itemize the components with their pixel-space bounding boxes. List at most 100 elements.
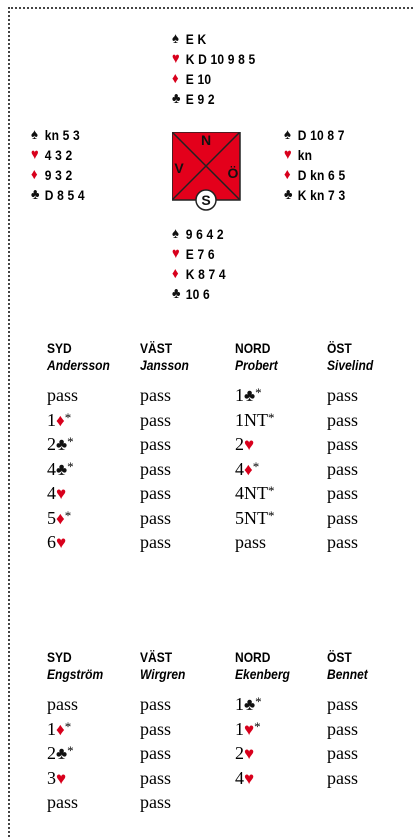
bid-cell: pass	[47, 385, 78, 406]
heart-icon: ♥	[56, 484, 67, 503]
player-name: Wirgren	[140, 666, 186, 682]
bid-cell: pass	[327, 532, 358, 553]
bid-text: pass	[140, 767, 171, 788]
bid-text: 2	[47, 743, 56, 763]
bid-text: pass	[140, 743, 171, 763]
bid-text: 5	[47, 507, 56, 528]
alert-mark: *	[67, 743, 74, 758]
compass-east: Ö	[228, 165, 239, 181]
bid-text: pass	[327, 532, 358, 552]
south-diamonds: ♦K 8 7 4	[172, 265, 226, 282]
bid-cell: 1♣*	[235, 694, 262, 715]
club-icon: ♣	[172, 90, 181, 107]
east-hearts: ♥kn	[284, 146, 313, 163]
bid-text: 2	[47, 434, 56, 454]
heart-icon: ♥	[244, 435, 255, 454]
club-icon: ♣	[56, 435, 68, 454]
bid-cell: 6♥	[47, 532, 66, 553]
diamond-icon: ♦	[244, 459, 253, 479]
seat-label: SYD	[47, 649, 72, 665]
bid-cell: pass	[140, 768, 171, 789]
bid-cell: 1NT*	[235, 410, 275, 431]
seat-label: SYD	[47, 340, 72, 356]
bid-text: 4	[235, 458, 244, 479]
bid-cell: pass	[140, 483, 171, 504]
west-hand: ♠kn 5 3 ♥4 3 2 ♦9 3 2 ♣D 8 5 4	[31, 125, 94, 205]
bid-text: pass	[47, 385, 78, 405]
bid-text: 1	[47, 409, 56, 430]
diamond-icon: ♦	[284, 166, 291, 183]
bid-text: pass	[140, 483, 171, 503]
bid-text: pass	[140, 718, 171, 739]
spade-icon: ♠	[284, 126, 292, 143]
alert-mark: *	[252, 458, 260, 474]
bid-cell: pass	[327, 434, 358, 455]
bid-cell: 1♥*	[235, 719, 261, 740]
heart-icon: ♥	[56, 533, 67, 552]
bid-text: pass	[327, 409, 358, 430]
bid-text: pass	[327, 718, 358, 739]
bid-text: 1NT	[235, 409, 268, 430]
bid-cell: pass	[327, 508, 358, 529]
bid-text: pass	[327, 458, 358, 479]
heart-icon: ♥	[244, 768, 255, 788]
heart-icon: ♥	[31, 146, 39, 163]
bid-text: pass	[140, 385, 171, 405]
east-diamonds: ♦D kn 6 5	[284, 166, 346, 183]
bid-cell: pass	[140, 743, 171, 764]
bid-text: pass	[235, 532, 266, 552]
bid-text: 2	[235, 743, 244, 763]
bid-text: 4	[47, 483, 56, 503]
alert-mark: *	[268, 409, 275, 425]
bid-text: 1	[235, 385, 244, 405]
bid-text: pass	[327, 385, 358, 405]
bid-cell: pass	[140, 459, 171, 480]
bid-cell: 2♣*	[47, 743, 74, 764]
player-name: Ekenberg	[235, 666, 290, 682]
bid-cell: pass	[47, 792, 78, 813]
west-clubs: ♣D 8 5 4	[31, 186, 85, 203]
diamond-icon: ♦	[172, 70, 179, 87]
club-icon: ♣	[244, 386, 256, 405]
bid-cell: pass	[327, 483, 358, 504]
diamond-icon: ♦	[172, 265, 179, 282]
bid-text: 4	[47, 458, 56, 479]
alert-mark: *	[64, 718, 72, 734]
spade-icon: ♠	[172, 30, 180, 47]
bid-cell: pass	[140, 792, 171, 813]
seat-label: VÄST	[140, 649, 173, 665]
compass-south-circle	[195, 189, 217, 211]
diamond-icon: ♦	[31, 166, 38, 183]
bid-text: pass	[140, 532, 171, 552]
bid-cell: 4♣*	[47, 459, 74, 480]
bid-cell: pass	[327, 385, 358, 406]
heart-icon: ♥	[284, 146, 292, 163]
club-icon: ♣	[56, 744, 68, 763]
player-name: Sivelind	[327, 357, 374, 373]
bid-text: pass	[327, 743, 358, 763]
bid-text: 6	[47, 532, 56, 552]
bid-text: pass	[47, 694, 78, 714]
bid-text: 1	[235, 694, 244, 714]
bid-cell: 1♦*	[47, 719, 71, 740]
compass-diagonal	[172, 132, 241, 201]
bid-text: pass	[140, 458, 171, 479]
compass-north: N	[201, 132, 211, 148]
heart-icon: ♥	[172, 245, 180, 262]
east-spades: ♠D 10 8 7	[284, 126, 345, 143]
bid-cell: pass	[140, 508, 171, 529]
alert-mark: *	[254, 718, 261, 734]
south-clubs: ♣10 6	[172, 285, 210, 302]
bid-text: pass	[140, 694, 171, 714]
diamond-icon: ♦	[56, 410, 65, 430]
bid-text: pass	[327, 483, 358, 503]
bid-cell: pass	[47, 694, 78, 715]
alert-mark: *	[67, 458, 74, 474]
dotted-frame	[8, 7, 414, 837]
diamond-icon: ♦	[56, 508, 65, 528]
alert-mark: *	[67, 434, 74, 449]
north-hearts: ♥K D 10 9 8 5	[172, 50, 256, 67]
west-spades: ♠kn 5 3	[31, 126, 80, 143]
